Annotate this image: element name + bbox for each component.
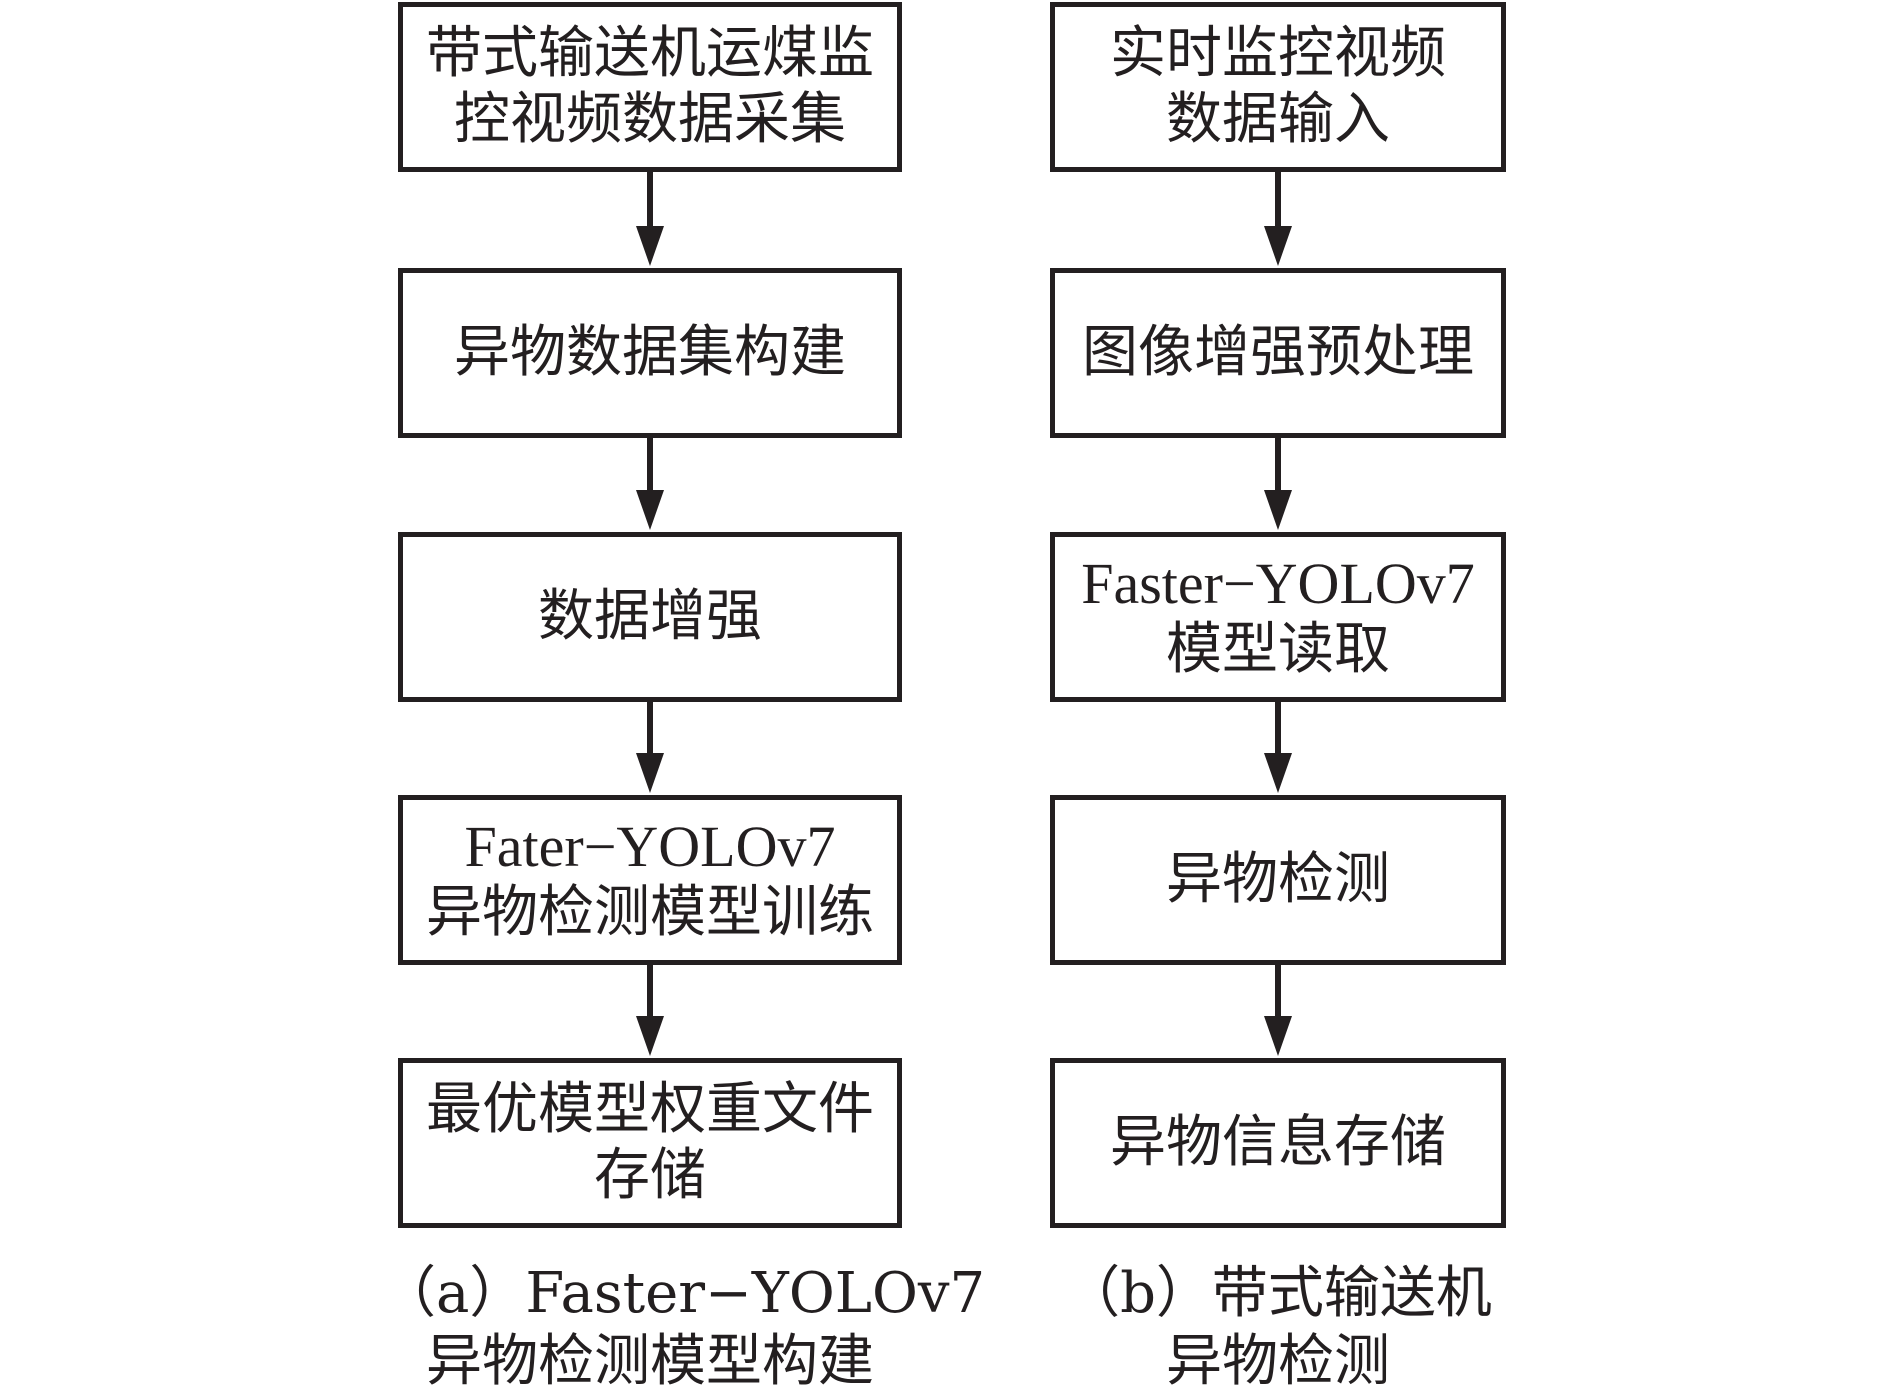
step-b3-line-1: Faster−YOLOv7 [1081, 551, 1475, 616]
arrow-b3-b4 [1264, 702, 1292, 793]
step-b2-line-1: 图像增强预处理 [1082, 320, 1474, 385]
step-a4-line-1: Fater−YOLOv7 [464, 814, 836, 879]
caption-a-line-1: （a）Faster−YOLOv7 [380, 1261, 986, 1326]
step-a3-data-augmentation: 数据增强 [398, 532, 902, 702]
step-b3-line-2: 模型读取 [1166, 617, 1390, 682]
step-b5-info-storage: 异物信息存储 [1050, 1058, 1506, 1228]
step-b2-image-preprocessing: 图像增强预处理 [1050, 268, 1506, 438]
arrow-b4-b5 [1264, 965, 1292, 1056]
step-b4-line-1: 异物检测 [1166, 847, 1390, 912]
arrow-a3-a4 [636, 702, 664, 793]
step-a2-dataset-construction: 异物数据集构建 [398, 268, 902, 438]
caption-b: （b）带式输送机 异物检测 [1050, 1260, 1506, 1396]
arrow-a4-a5 [636, 965, 664, 1056]
arrow-b1-b2 [1264, 172, 1292, 266]
arrow-b2-b3 [1264, 438, 1292, 530]
caption-a: （a）Faster−YOLOv7 异物检测模型构建 [380, 1260, 986, 1396]
caption-a-line-2: 异物检测模型构建 [426, 1329, 874, 1394]
step-b5-line-1: 异物信息存储 [1110, 1110, 1446, 1175]
step-a5-line-1: 最优模型权重文件 [426, 1077, 874, 1142]
caption-b-line-1: （b）带式输送机 [1064, 1261, 1492, 1326]
step-a3-line-1: 数据增强 [538, 584, 762, 649]
step-a1-data-collection: 带式输送机运煤监 控视频数据采集 [398, 2, 902, 172]
step-a1-line-2: 控视频数据采集 [454, 87, 846, 152]
step-b1-line-1: 实时监控视频 [1110, 21, 1446, 86]
step-a1-line-1: 带式输送机运煤监 [426, 21, 874, 86]
step-b1-video-input: 实时监控视频 数据输入 [1050, 2, 1506, 172]
step-a5-line-2: 存储 [594, 1143, 706, 1208]
caption-b-line-2: 异物检测 [1166, 1329, 1390, 1394]
step-b1-line-2: 数据输入 [1166, 87, 1390, 152]
arrow-a2-a3 [636, 438, 664, 530]
step-a4-model-training: Fater−YOLOv7 异物检测模型训练 [398, 795, 902, 965]
step-a4-line-2: 异物检测模型训练 [426, 880, 874, 945]
step-a5-weights-storage: 最优模型权重文件 存储 [398, 1058, 902, 1228]
step-a2-line-1: 异物数据集构建 [454, 320, 846, 385]
step-b3-model-loading: Faster−YOLOv7 模型读取 [1050, 532, 1506, 702]
arrow-a1-a2 [636, 172, 664, 266]
step-b4-foreign-object-detection: 异物检测 [1050, 795, 1506, 965]
